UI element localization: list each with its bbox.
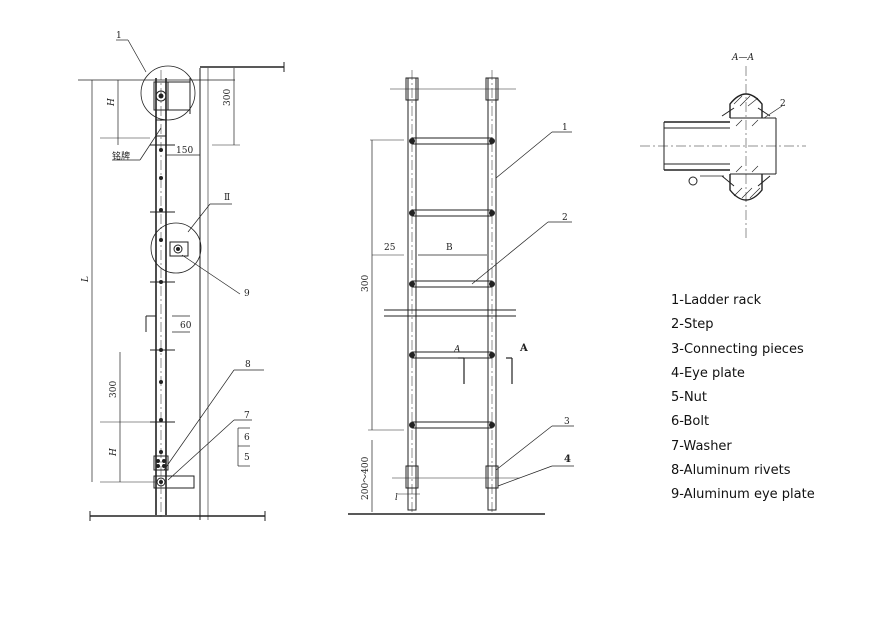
legend-item: 2-Step <box>671 317 714 333</box>
section-mark-A-right: A <box>519 343 528 354</box>
side-callout-6: 6 <box>244 433 250 443</box>
nameplate-label: 铭牌 <box>112 150 130 162</box>
section-hatching <box>733 95 761 199</box>
legend-item: 5-Nut <box>671 390 708 406</box>
parts-legend: 1-Ladder rack 2-Step 3-Connecting pieces… <box>671 289 815 508</box>
side-dim-L: L <box>81 276 91 283</box>
side-dim-150: 150 <box>176 146 193 156</box>
front-callout-4: 4 <box>564 454 571 465</box>
side-dim-H-bottom: H <box>109 448 119 457</box>
side-callout-5: 5 <box>244 453 250 463</box>
front-callout-3: 3 <box>564 417 570 427</box>
side-callout-8: 8 <box>245 360 251 370</box>
legend-item: 6-Bolt <box>671 414 710 430</box>
side-view <box>78 39 285 521</box>
rack-rivets <box>159 148 163 454</box>
legend-item: 1-Ladder rack <box>671 293 762 308</box>
section-a-a <box>640 66 806 240</box>
legend-item: 7-Washer <box>671 438 732 454</box>
legend-item: 4-Eye plate <box>671 365 745 381</box>
side-callout-9: 9 <box>244 289 250 299</box>
side-dim-H-top: H <box>107 98 117 107</box>
side-callout-II: Ⅱ <box>224 193 230 203</box>
legend-item: 3-Connecting pieces <box>671 341 804 357</box>
section-mark-A-left: A <box>453 345 461 355</box>
front-callout-2: 2 <box>562 213 568 223</box>
legend-item: 9-Aluminum eye plate <box>671 487 815 503</box>
section-title: A—A <box>731 53 754 63</box>
side-dim-300-top: 300 <box>223 89 233 106</box>
step-joints <box>409 138 495 428</box>
side-dim-60: 60 <box>180 321 192 331</box>
front-callout-1: 1 <box>562 123 568 133</box>
legend-item: 8-Aluminum rivets <box>671 463 791 479</box>
front-dim-25: 25 <box>384 243 396 253</box>
side-callout-1: 1 <box>116 31 122 41</box>
front-view <box>348 70 574 515</box>
front-dim-300: 300 <box>361 275 371 292</box>
side-callout-7: 7 <box>244 411 250 421</box>
section-callout-2: 2 <box>780 99 786 109</box>
front-dim-200-400: 200～400 <box>361 456 371 500</box>
front-dim-l: l <box>395 493 398 503</box>
front-dim-B: B <box>446 243 453 253</box>
side-dim-300-bottom: 300 <box>109 381 119 398</box>
